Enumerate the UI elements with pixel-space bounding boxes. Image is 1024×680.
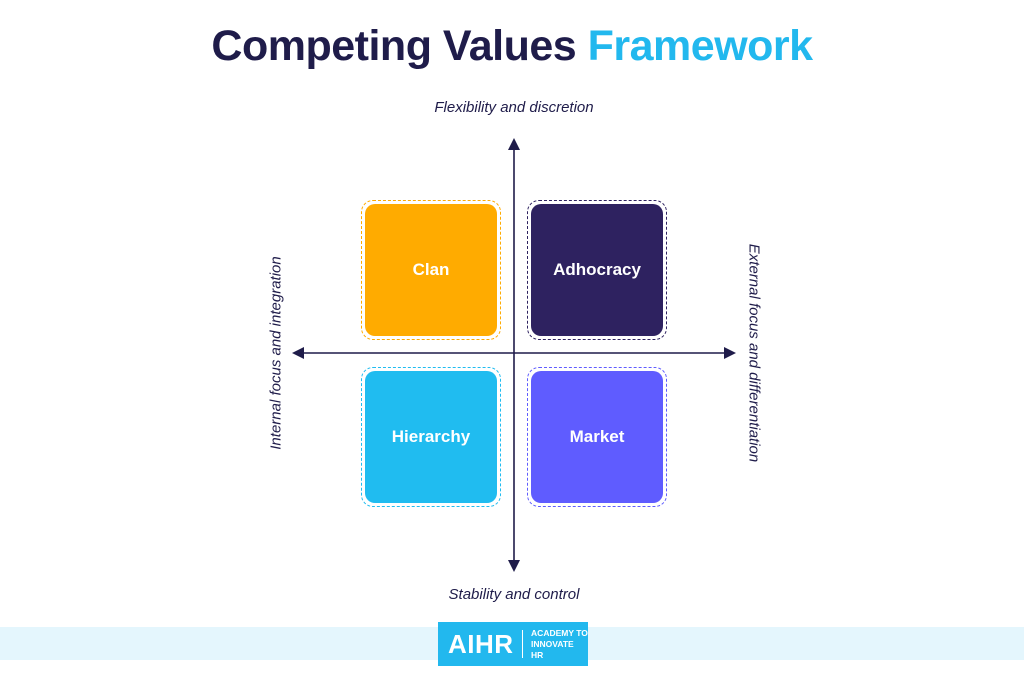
market-outline	[527, 367, 667, 507]
aihr-logo: AIHR ACADEMY TO INNOVATE HR	[438, 622, 588, 666]
quadrant-clan-label: Clan	[412, 260, 450, 279]
title-accent: Framework	[587, 22, 813, 70]
title-main: Competing Values	[211, 22, 577, 70]
quadrant-hierarchy-label: Hierarchy	[391, 427, 471, 446]
arrow-down-icon	[508, 560, 520, 572]
axis-label-top: Flexibility and discretion	[434, 99, 594, 116]
quadrant-adhocracy-label: Adhocracy	[553, 260, 641, 279]
logo-tagline-line2: INNOVATE HR	[531, 638, 574, 660]
arrow-up-icon	[508, 138, 520, 150]
page-title: Competing Values Framework	[0, 22, 1024, 71]
arrow-left-icon	[292, 347, 304, 359]
axis-label-bottom: Stability and control	[448, 586, 580, 603]
quadrant-market: Market	[531, 371, 663, 503]
quadrant-hierarchy: Hierarchy	[365, 371, 497, 503]
logo-tagline: ACADEMY TO INNOVATE HR	[531, 628, 588, 661]
logo-tagline-line1: ACADEMY TO	[531, 627, 588, 638]
adhocracy-outline	[527, 200, 667, 340]
quadrant-adhocracy: Adhocracy	[531, 204, 663, 336]
quadrant-market-label: Market	[569, 427, 625, 446]
logo-divider	[521, 630, 524, 658]
logo-mark: AIHR	[448, 628, 514, 659]
quadrant-clan: Clan	[365, 204, 497, 336]
arrow-right-icon	[724, 347, 736, 359]
hierarchy-outline	[361, 367, 501, 507]
clan-outline	[361, 200, 501, 340]
